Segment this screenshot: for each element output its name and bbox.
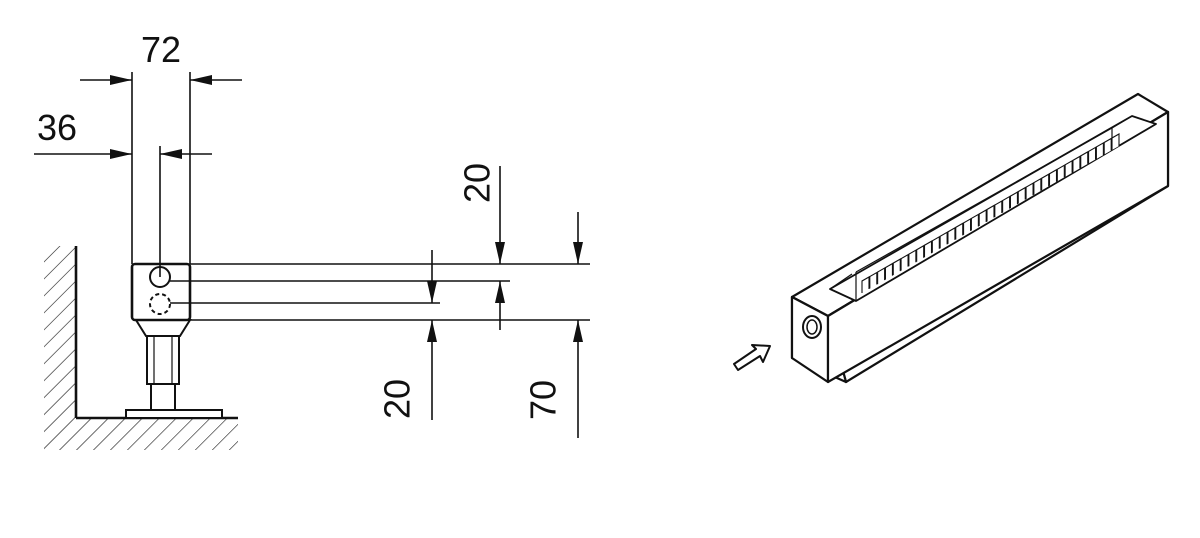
dimension-72: 72: [80, 29, 242, 264]
dimension-36-label: 36: [37, 107, 77, 148]
fin: [1056, 164, 1065, 182]
floor-hatch: [44, 418, 238, 450]
fin: [861, 276, 870, 293]
dimension-20-bottom: 20: [377, 250, 437, 420]
fin: [1025, 182, 1034, 200]
fin: [1064, 159, 1073, 177]
dimension-20-bottom-label: 20: [377, 379, 418, 419]
fin: [1072, 155, 1081, 173]
dimension-72-label: 72: [141, 29, 181, 70]
fin: [1041, 173, 1050, 191]
dimension-70: 70: [523, 212, 583, 438]
fin: [955, 222, 964, 240]
fin: [923, 240, 933, 258]
isometric-view: [733, 92, 1170, 384]
fin: [986, 204, 995, 222]
fin: [1002, 195, 1011, 213]
iso-heat-exchanger-fins: [861, 133, 1120, 293]
stand: [125, 319, 223, 419]
fin: [994, 200, 1003, 218]
stand-bracket: [134, 319, 192, 337]
fin: [916, 244, 925, 262]
fin: [1048, 168, 1058, 186]
fin: [970, 213, 979, 231]
fin: [908, 249, 917, 267]
fin: [963, 217, 972, 235]
fin: [939, 231, 948, 249]
side-elevation: 72 36 20 20: [34, 29, 590, 450]
fin: [1017, 186, 1026, 204]
dimension-20-top-label: 20: [457, 163, 498, 203]
wall-hatch: [44, 246, 76, 418]
fin: [900, 253, 909, 271]
fin: [978, 209, 987, 226]
fin: [892, 258, 901, 276]
pipe-connection-bottom: [149, 293, 171, 315]
wall-floor: [44, 246, 238, 450]
fin: [1009, 191, 1018, 209]
fin: [1111, 133, 1120, 150]
dimension-36: 36: [34, 107, 212, 277]
fin: [1095, 141, 1104, 159]
fin: [869, 271, 878, 289]
fin: [884, 262, 893, 280]
fin: [1103, 137, 1112, 155]
stand-base-plate: [125, 409, 223, 419]
stand-post-upper: [146, 335, 180, 385]
fin: [1033, 177, 1042, 195]
arrow-icon: [733, 344, 771, 371]
fin: [877, 267, 886, 285]
reference-lines: [170, 263, 590, 321]
dimension-70-label: 70: [523, 380, 564, 420]
stand-post-lower: [150, 383, 176, 411]
fin: [947, 226, 956, 244]
fin: [1080, 150, 1089, 168]
convector-section: [130, 262, 192, 322]
fin: [931, 235, 940, 253]
fin: [1088, 146, 1097, 164]
dimension-20-top: 20: [457, 163, 505, 330]
convector-body: [130, 262, 192, 322]
